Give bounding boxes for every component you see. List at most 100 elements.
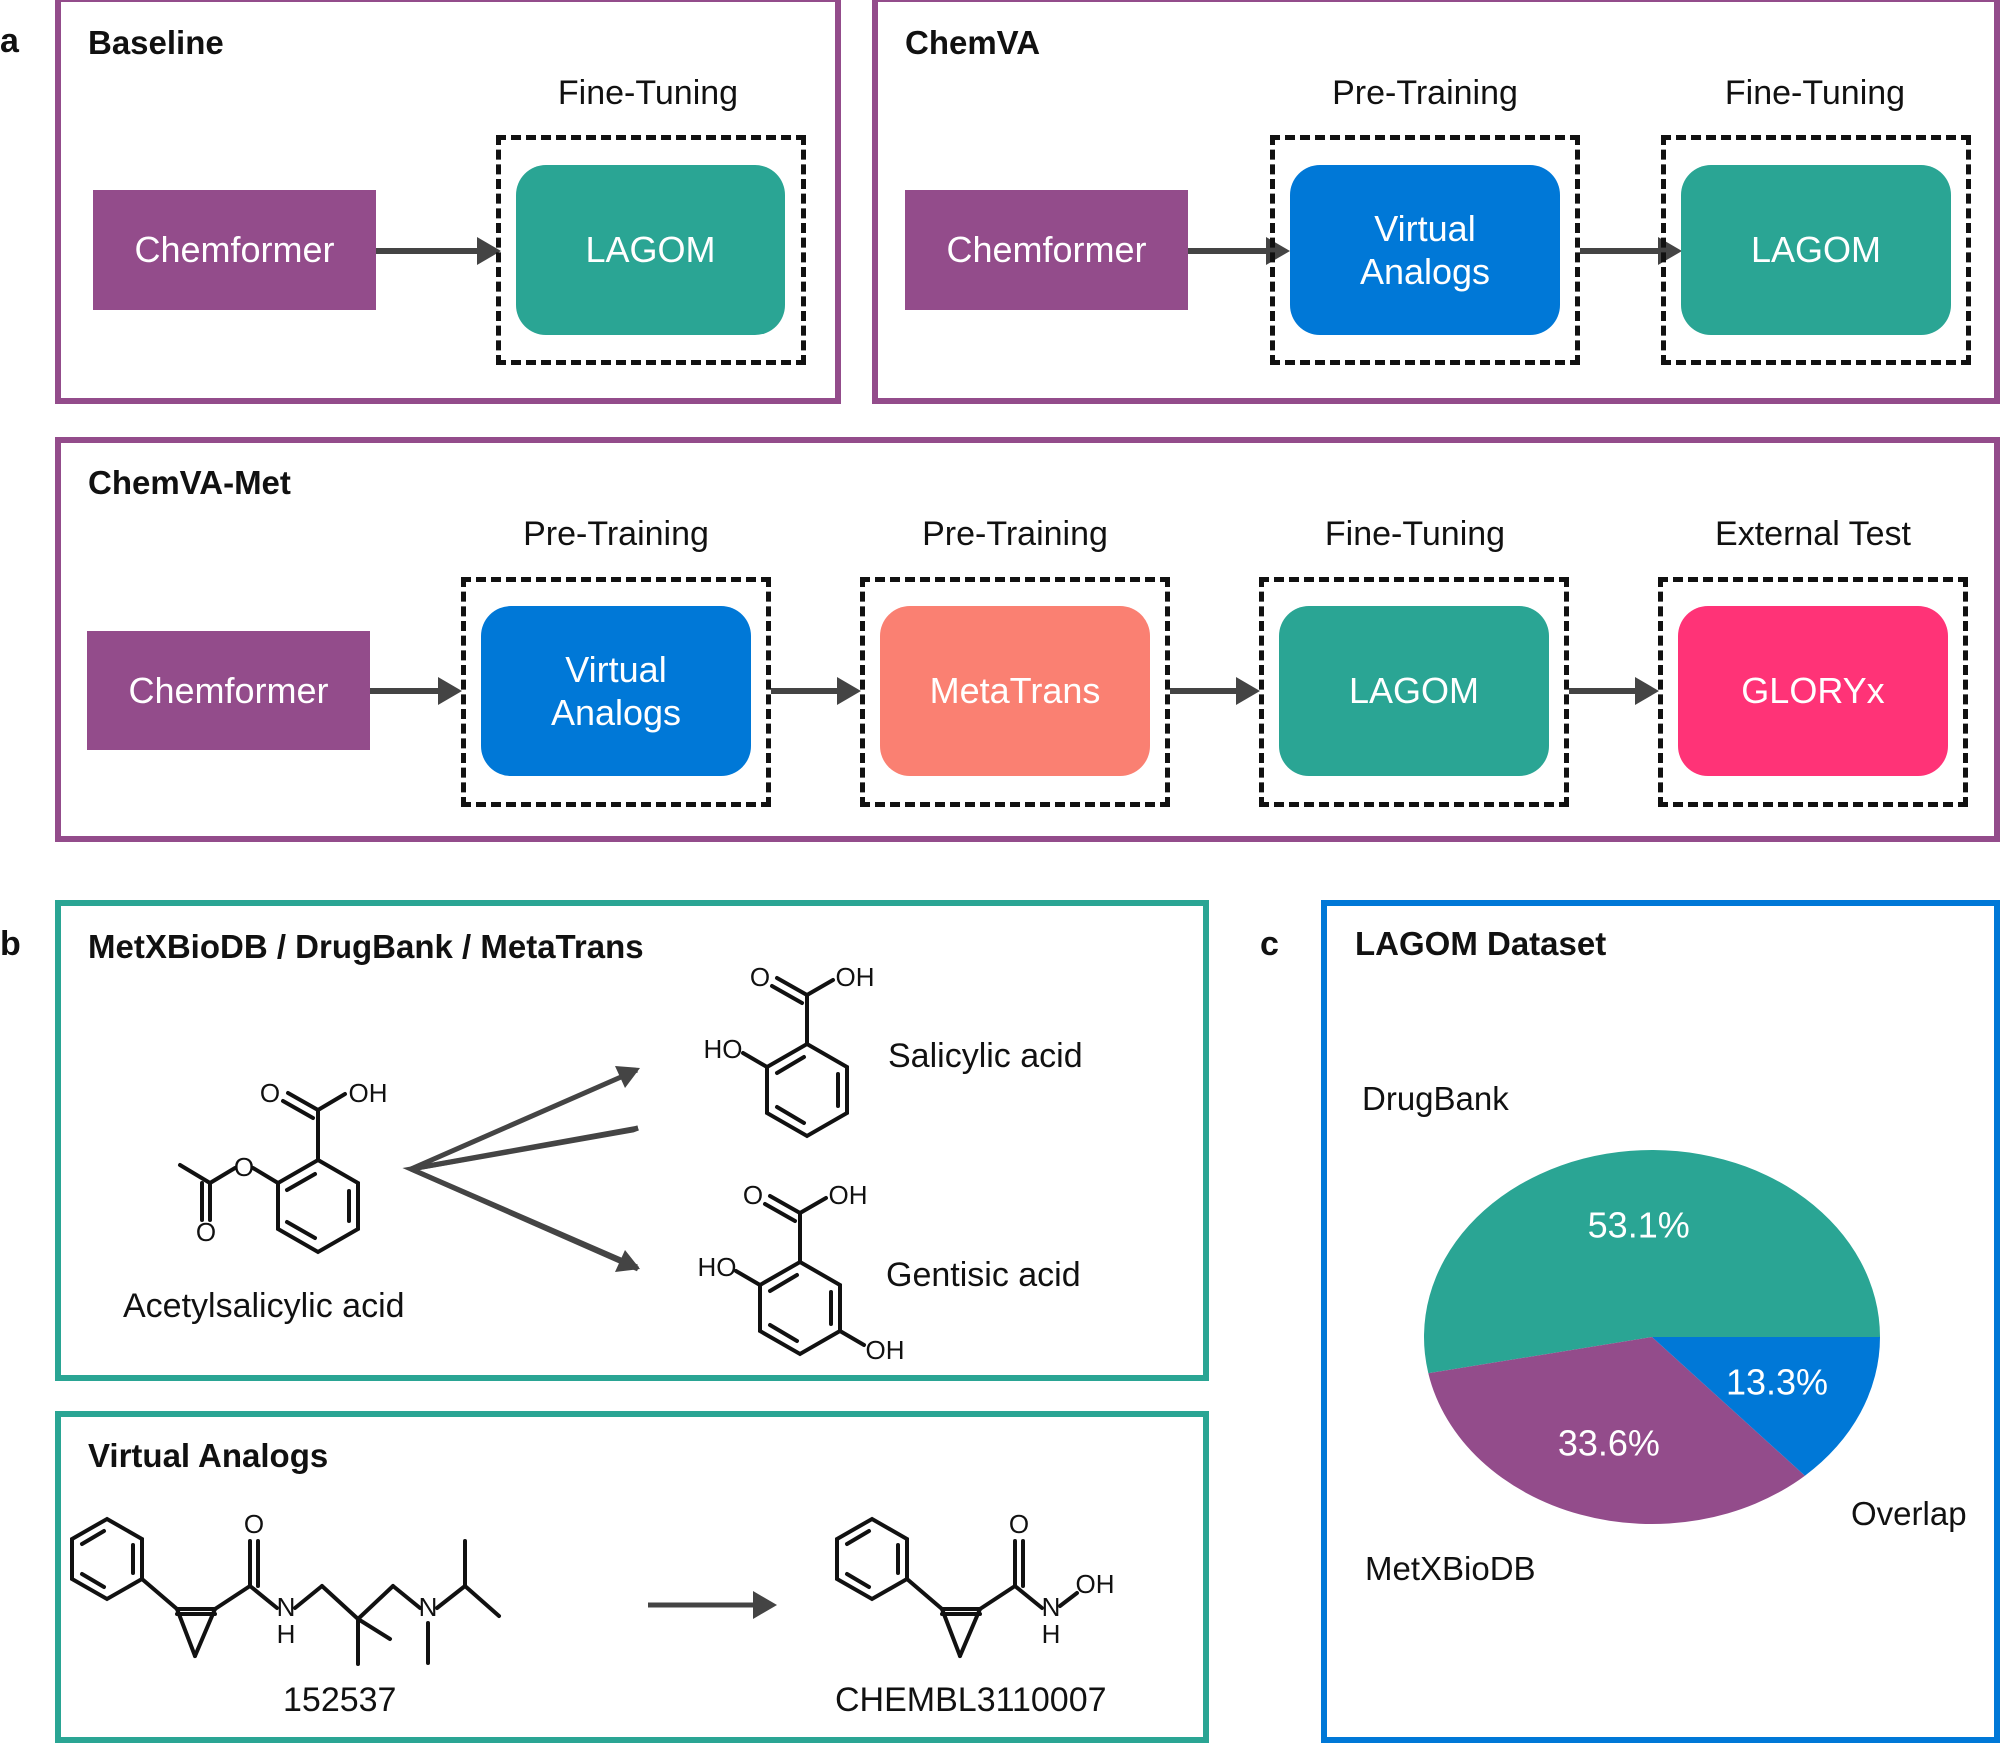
node-label: MetaTrans: [929, 670, 1101, 712]
chemva-lagom-node: LAGOM: [1681, 165, 1951, 335]
metabolism-structures: O OH O O O OH HO O OH HO OH: [178, 962, 905, 1365]
arrow-icon: [370, 677, 462, 705]
gentisic-acid-label: Gentisic acid: [886, 1256, 1081, 1294]
atom-label: OH: [836, 962, 875, 992]
pie-value-label: 13.3%: [1726, 1362, 1828, 1403]
chemva-met-metatrans-node: MetaTrans: [880, 606, 1150, 776]
compound-152537-structure: [70, 1516, 501, 1666]
panel-letter-a: a: [0, 22, 19, 60]
acetylsalicylic-acid-structure: [178, 1091, 360, 1255]
salicylic-acid-label: Salicylic acid: [888, 1037, 1083, 1075]
reaction-arrows: [402, 1125, 640, 1272]
atom-label: O: [196, 1217, 216, 1247]
lagom-pie-chart: 53.1% DrugBank 33.6% MetXBioDB 13.3% Overlap: [1362, 1080, 1967, 1587]
chemva-met-virtual-analogs-node: Virtual Analogs: [481, 606, 751, 776]
atom-label: HO: [698, 1252, 737, 1282]
arrow-icon: [1170, 677, 1260, 705]
chart-title: LAGOM Dataset: [1355, 925, 1607, 962]
pie-slice-drugbank: [1423, 1149, 1880, 1374]
atom-label: O: [244, 1509, 264, 1539]
chemva-met-chemformer-node: Chemformer: [87, 631, 370, 750]
compound-chembl3110007-structure: [835, 1516, 1079, 1658]
atom-label: OH: [1076, 1569, 1115, 1599]
pie-value-label: 33.6%: [1558, 1422, 1660, 1463]
node-label: GLORYx: [1741, 670, 1885, 712]
node-label: LAGOM: [585, 229, 716, 271]
atom-label: OH: [349, 1078, 388, 1108]
compound-152537-label: 152537: [283, 1681, 397, 1719]
chemva-met-stage-label-1: Pre-Training: [523, 515, 709, 553]
arrow-icon: [1569, 677, 1659, 705]
atom-label: OH: [829, 1180, 868, 1210]
atom-label: N: [277, 1592, 296, 1622]
node-label-line2: Analogs: [1359, 251, 1491, 292]
pie-value-label: 53.1%: [1588, 1204, 1690, 1245]
arrow-icon: [1188, 237, 1290, 265]
atom-label: H: [277, 1619, 296, 1649]
panel-letter-b: b: [0, 925, 21, 963]
salicylic-acid-structure: [741, 976, 849, 1139]
chemva-finetune-dashed-box: [1661, 135, 1971, 365]
chemva-met-lagom-node: LAGOM: [1279, 606, 1549, 776]
pie-category-label: MetXBioDB: [1365, 1550, 1536, 1587]
node-label-line1: Virtual: [1374, 207, 1476, 249]
compound-chembl3110007-label: CHEMBL3110007: [835, 1681, 1107, 1719]
atom-label: O: [750, 962, 770, 992]
atom-label: HO: [704, 1034, 743, 1064]
node-label: Chemformer: [134, 229, 335, 271]
acetylsalicylic-acid-label: Acetylsalicylic acid: [123, 1287, 405, 1325]
baseline-chemformer-node: Chemformer: [93, 190, 376, 310]
arrow-icon: [771, 677, 861, 705]
chemva-met-stage-label-4: External Test: [1715, 515, 1911, 553]
pie-slice-overlap: [1652, 1337, 1880, 1476]
atom-label: O: [234, 1152, 254, 1182]
pie-slice-metxbiodb: [1428, 1337, 1805, 1524]
node-label: Chemformer: [946, 229, 1147, 271]
atom-label: O: [260, 1078, 280, 1108]
virtual-analogs-structures: O N H N O N H OH: [70, 1509, 1115, 1666]
chemva-pretrain-dashed-box: [1270, 135, 1580, 365]
pie-category-label: DrugBank: [1362, 1080, 1509, 1117]
atom-label: OH: [866, 1335, 905, 1365]
chemva-met-external-dashed-box: [1658, 577, 1968, 807]
node-label: LAGOM: [1348, 670, 1480, 712]
arrow-to-salicylic: [409, 1067, 639, 1172]
chemva-met-stage-label-2: Pre-Training: [922, 515, 1108, 553]
metabolism-frame: [55, 900, 1209, 1381]
arrow-icon: [1580, 237, 1682, 265]
analog-arrow-icon: [648, 1591, 777, 1619]
baseline-lagom-node: LAGOM: [516, 165, 785, 335]
chemva-met-pretrain1-dashed-box: [461, 577, 771, 807]
gentisic-acid-structure: [734, 1194, 866, 1357]
chemva-met-pretrain2-dashed-box: [860, 577, 1170, 807]
atom-label: H: [1042, 1619, 1061, 1649]
node-label-line2: Analogs: [550, 692, 682, 733]
node-label: LAGOM: [1750, 229, 1882, 271]
chemva-title: ChemVA: [905, 24, 1041, 61]
baseline-stage-label: Fine-Tuning: [557, 74, 739, 112]
arrow-icon: [376, 237, 501, 265]
metabolism-title: MetXBioDB / DrugBank / MetaTrans: [88, 928, 644, 965]
node-label-line1: Virtual: [565, 648, 667, 690]
arrowhead-icon: [615, 1066, 640, 1088]
chemva-stage-label-pretrain: Pre-Training: [1332, 74, 1518, 112]
atom-label: O: [1009, 1509, 1029, 1539]
chemva-met-title: ChemVA-Met: [88, 464, 291, 501]
chemva-met-finetune-dashed-box: [1259, 577, 1569, 807]
arrow-to-gentisic: [410, 1166, 638, 1270]
atom-label: O: [743, 1180, 763, 1210]
chemva-virtual-analogs-node: Virtual Analogs: [1290, 165, 1560, 335]
baseline-finetune-dashed-box: [496, 135, 806, 365]
chemva-chemformer-node: Chemformer: [905, 190, 1188, 310]
virtual-analogs-title: Virtual Analogs: [88, 1437, 329, 1474]
baseline-title: Baseline: [88, 24, 224, 61]
chemva-met-stage-label-3: Fine-Tuning: [1324, 515, 1506, 553]
chemva-stage-label-finetune: Fine-Tuning: [1724, 74, 1906, 112]
atom-label: N: [1042, 1592, 1061, 1622]
arrowhead-icon: [615, 1250, 640, 1272]
chemva-met-gloryx-node: GLORYx: [1678, 606, 1948, 776]
atom-label: N: [419, 1592, 438, 1622]
pie-category-label: Overlap: [1851, 1495, 1967, 1532]
panel-letter-c: c: [1260, 925, 1279, 963]
node-label: Chemformer: [128, 669, 329, 711]
